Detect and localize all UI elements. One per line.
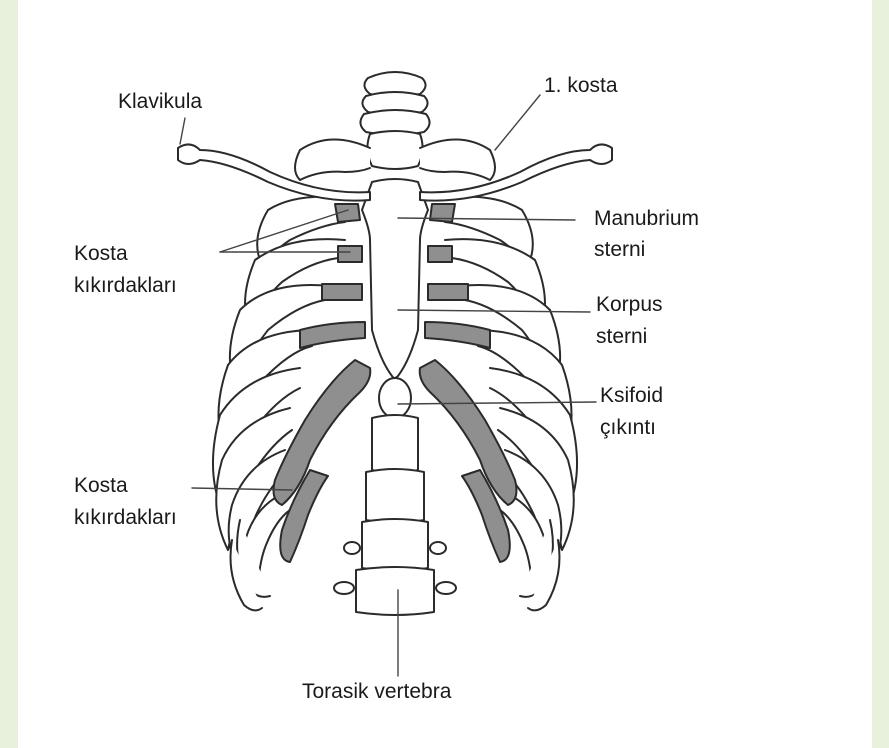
label-manubrium-line1: Manubrium: [594, 205, 699, 233]
cervical-vertebrae: [360, 72, 429, 169]
thoracic-vertebrae: [334, 415, 456, 615]
label-xiphoid-line1: Ksifoid: [600, 382, 663, 410]
label-manubrium-line2: sterni: [594, 236, 645, 264]
label-korpus-line1: Korpus: [596, 291, 663, 319]
label-costal-cartilage-upper-line2: kıkırdakları: [74, 272, 177, 300]
label-costal-cartilage-lower-line2: kıkırdakları: [74, 504, 177, 532]
sternum: [362, 179, 428, 418]
label-first-rib: 1. kosta: [544, 72, 618, 100]
label-costal-cartilage-upper-line1: Kosta: [74, 240, 128, 268]
label-xiphoid-line2: çıkıntı: [600, 414, 656, 442]
label-korpus-line2: sterni: [596, 323, 647, 351]
label-klavikula: Klavikula: [118, 88, 202, 116]
label-thoracic-vertebra: Torasik vertebra: [302, 678, 451, 706]
label-costal-cartilage-lower-line1: Kosta: [74, 472, 128, 500]
